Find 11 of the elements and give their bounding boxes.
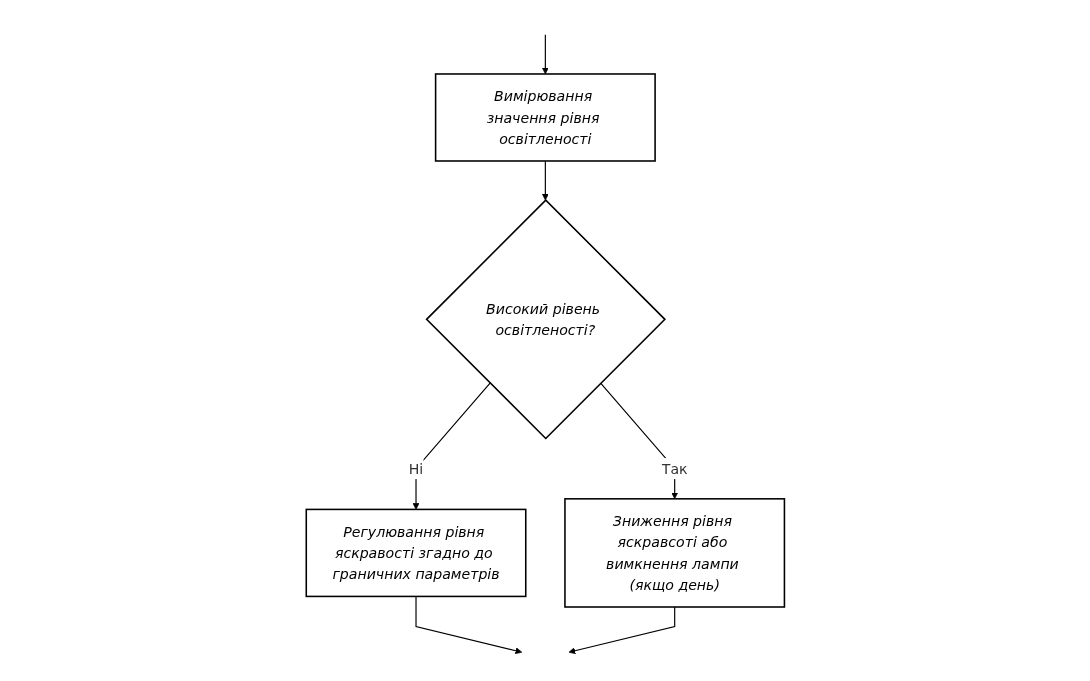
arrow — [541, 160, 549, 201]
edge-label: Так — [661, 460, 688, 477]
node-box: Зниження рівня яскравсоті або вимкнення лампи (якщо день) — [563, 498, 785, 608]
node-box: Регулювання рівня яскравості згадно до граничних параметрів — [305, 508, 527, 598]
arrow — [568, 606, 675, 655]
node-box: Вимірювання значення рівня освітленості — [434, 73, 656, 162]
edge-label: Ні — [408, 460, 423, 477]
arrow — [412, 382, 491, 510]
arrow — [415, 595, 522, 655]
arrow — [541, 34, 549, 75]
node-diamond: Високий рівень освітленості? — [425, 199, 666, 440]
